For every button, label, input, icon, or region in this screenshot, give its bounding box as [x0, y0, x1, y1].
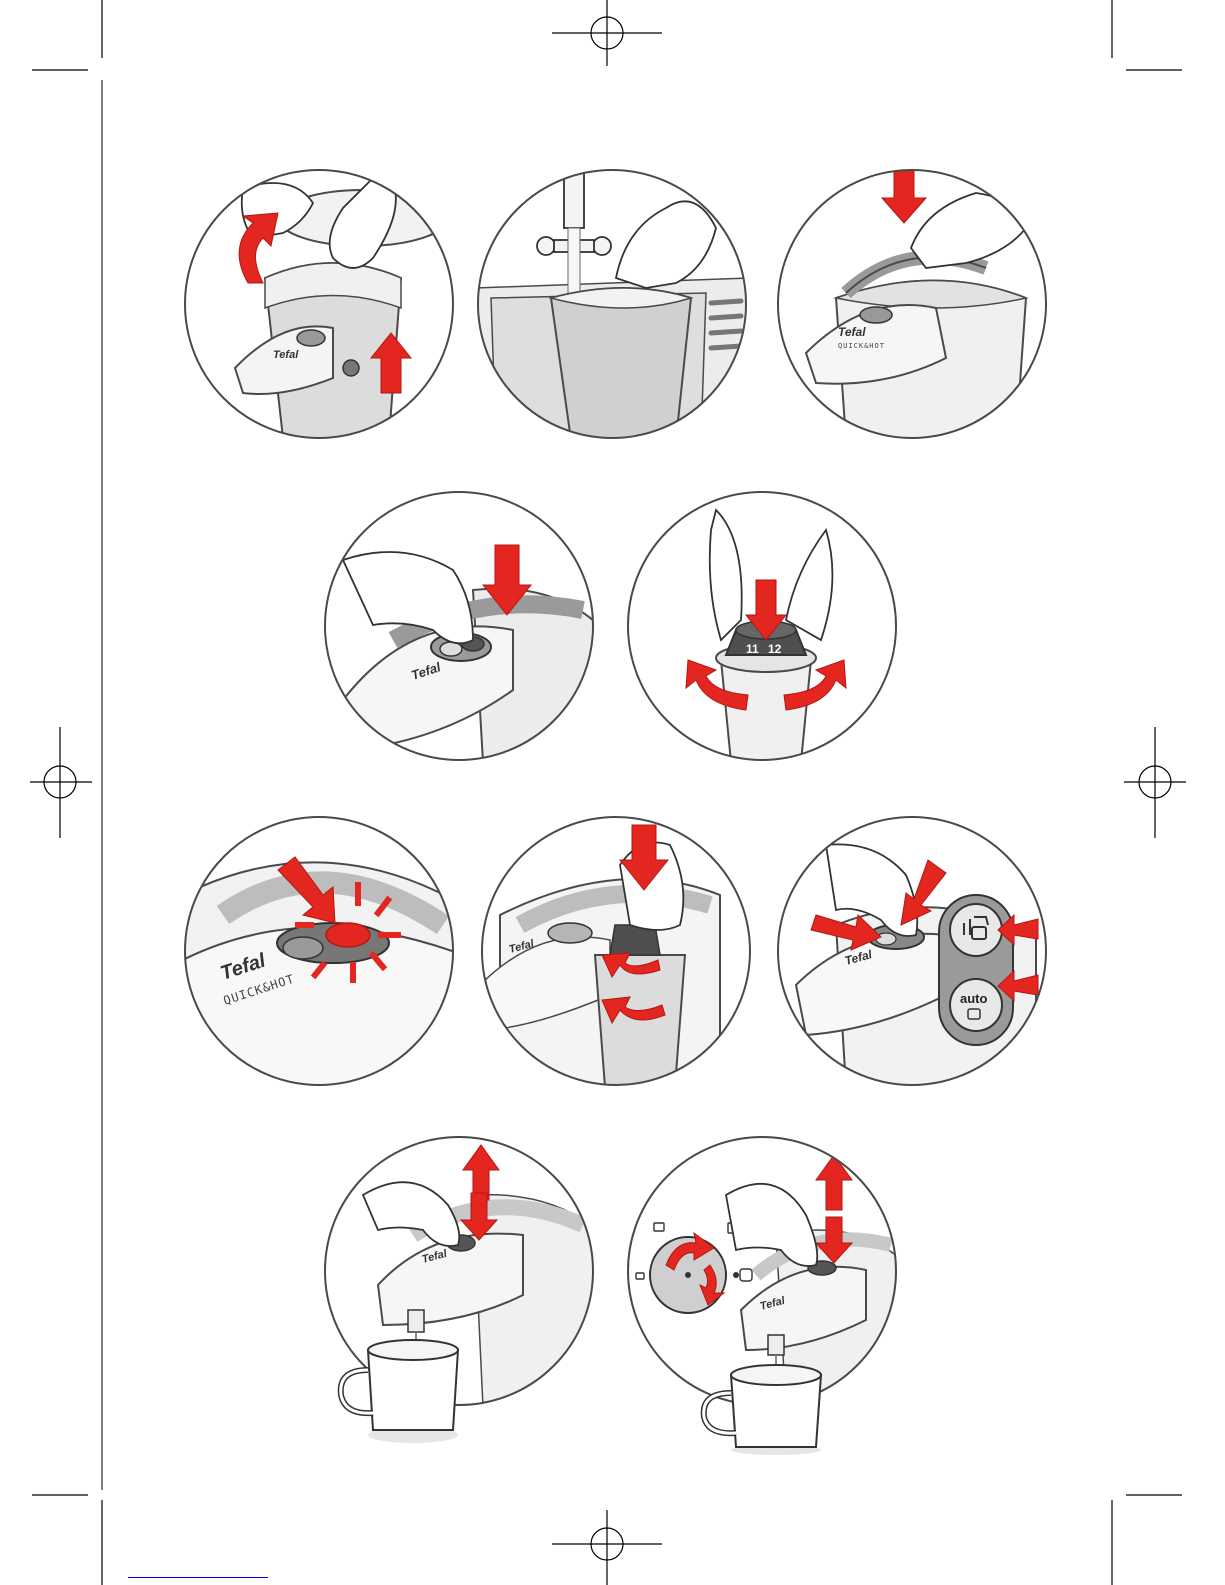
brand-logo-text: Tefal [273, 349, 299, 361]
step-3-refit-lid: Tefal QUICK&HOT [776, 168, 1048, 440]
step-7-insert-and-twist-filter: Tefal [480, 815, 752, 1087]
registration-mark-icon [552, 1510, 662, 1585]
step-10-select-volume-and-dispense: Tefal [626, 1135, 898, 1455]
step-5-set-filter-dial: 11 12 [626, 490, 898, 762]
brand-logo-text: Tefal [838, 325, 866, 339]
crop-mark-icon [1112, 1495, 1182, 1585]
model-text: QUICK&HOT [838, 342, 885, 350]
step-4-press-button: Tefal [323, 490, 595, 762]
step-1-lift-lid-and-tank: Tefal [183, 168, 455, 440]
registration-mark-icon [1124, 727, 1186, 838]
step-6-button-light-flashes: Tefal QUICK&HOT [183, 815, 455, 1087]
footer-link-underline [128, 1577, 268, 1578]
step-2-fill-tank-at-tap [476, 168, 748, 440]
dial-number-right: 12 [768, 642, 782, 656]
dial-number-left: 11 [746, 642, 759, 656]
kettle-mode-button [950, 904, 1002, 956]
crop-mark-icon [32, 1495, 102, 1585]
crop-mark-icon [32, 0, 102, 70]
registration-mark-icon [30, 727, 92, 838]
crop-mark-icon [1112, 0, 1182, 70]
auto-button-label: auto [960, 991, 988, 1006]
step-8-select-mode-buttons: Tefal auto [776, 815, 1048, 1087]
step-9-dispense-into-mug: Tefal [323, 1135, 595, 1445]
registration-mark-icon [552, 0, 662, 66]
